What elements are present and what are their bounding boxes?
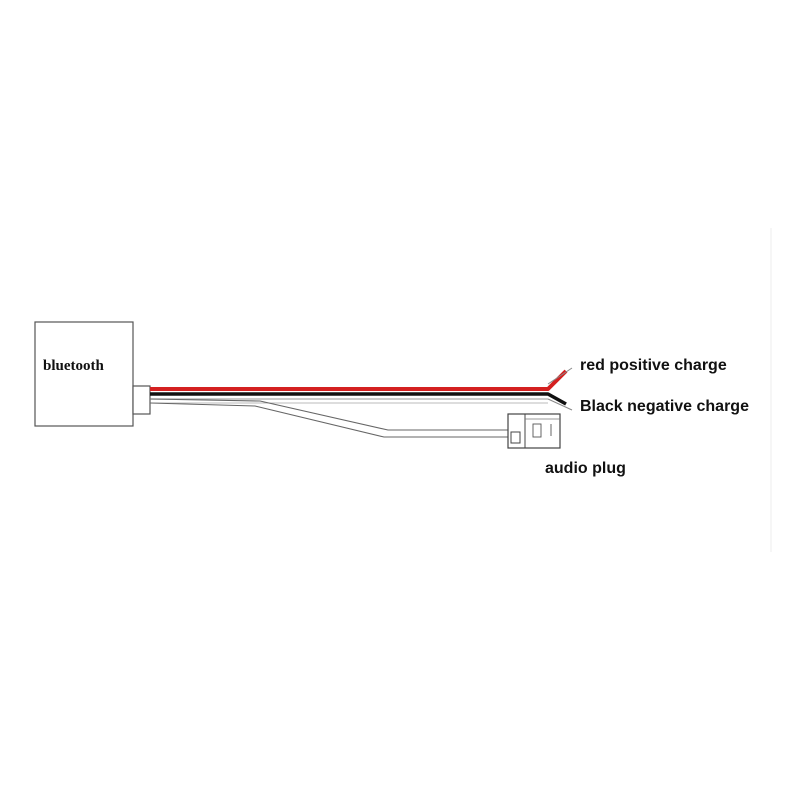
red-wire-label: red positive charge [580, 357, 727, 374]
black-wire-label: Black negative charge [580, 398, 749, 415]
red-wire [150, 369, 568, 391]
bluetooth-module-box [34, 321, 134, 427]
bluetooth-module-label: bluetooth [43, 358, 105, 374]
audio-cable [149, 398, 508, 438]
cable-strain-relief [132, 385, 151, 415]
audio-plug-pin [532, 423, 542, 438]
wire-bundle [150, 367, 573, 411]
wire-end-stroke [547, 398, 573, 411]
audio-plug-label: audio plug [545, 460, 626, 477]
bluetooth-module: bluetooth [34, 321, 134, 427]
audio-cable-lower [149, 402, 508, 438]
audio-plug-latch [510, 431, 521, 444]
black-wire [150, 392, 567, 406]
audio-cable-upper [149, 398, 508, 431]
audio-plug-connector [507, 413, 561, 449]
wire-end-stroke [547, 367, 573, 385]
